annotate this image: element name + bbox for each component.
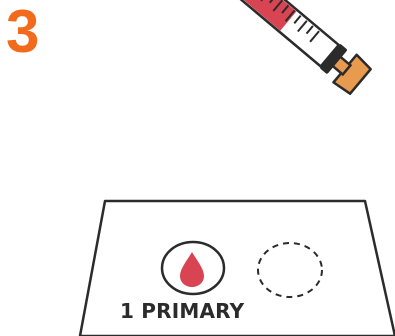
step-number: 3 xyxy=(6,0,39,68)
card-label-primary: 1 PRIMARY xyxy=(120,298,244,324)
syringe-icon xyxy=(180,0,372,95)
